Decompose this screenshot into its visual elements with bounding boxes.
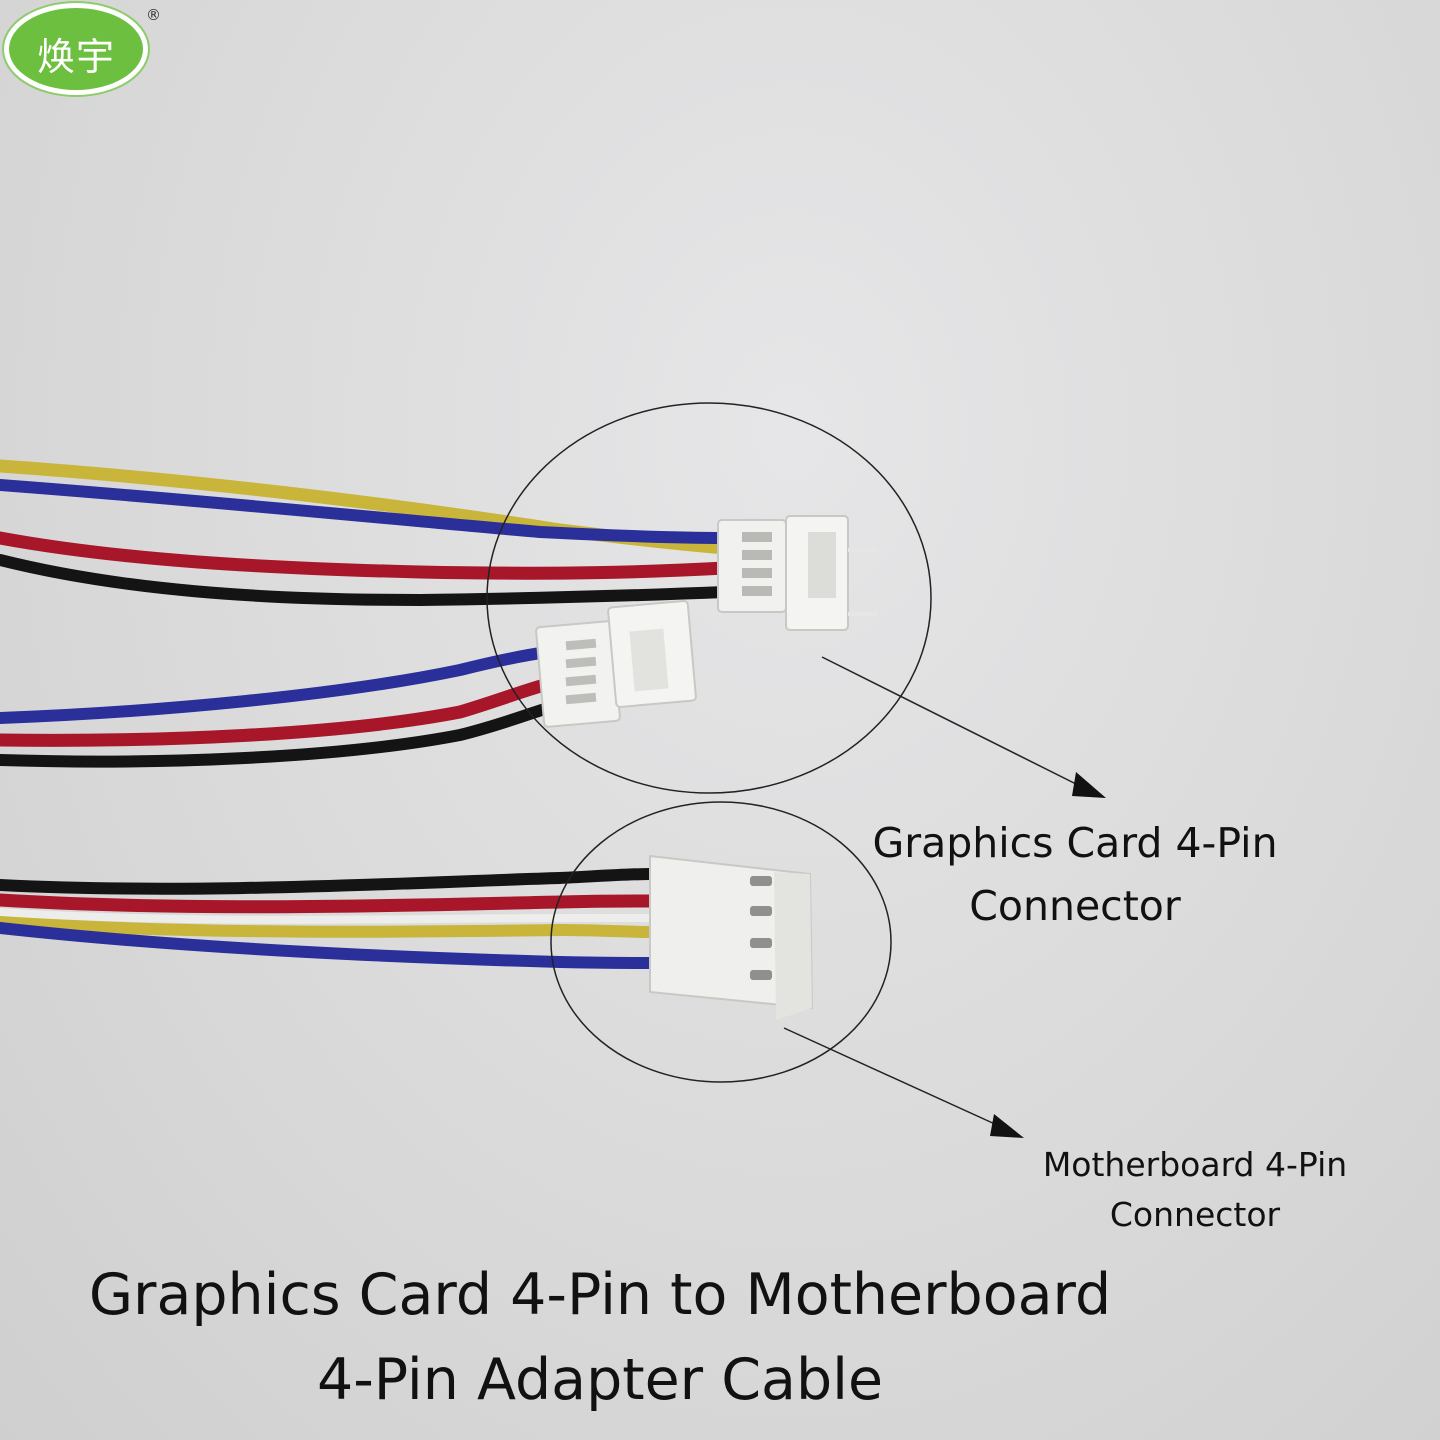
upper-wire-bundle bbox=[0, 459, 732, 607]
gpu-connector-highlight-circle bbox=[486, 402, 932, 794]
logo-text: 焕宇 bbox=[36, 35, 115, 79]
blue-wire-3 bbox=[0, 922, 656, 969]
black-wire bbox=[0, 554, 731, 607]
gpu-connector-arrow-line bbox=[821, 656, 1089, 791]
registered-mark: ® bbox=[146, 6, 161, 24]
caption-line1: Graphics Card 4-Pin to Motherboard bbox=[88, 1262, 1112, 1328]
red-wire bbox=[0, 531, 732, 580]
yellow-wire-3 bbox=[0, 916, 656, 938]
motherboard-connector-arrow-line bbox=[783, 1027, 1009, 1131]
gpu-connector-arrowhead bbox=[1072, 772, 1106, 798]
logo-ellipse-inner bbox=[9, 8, 143, 90]
small-connector-wires bbox=[0, 646, 555, 768]
brand-logo: 焕宇 bbox=[3, 2, 149, 96]
blue-wire-2 bbox=[0, 646, 554, 724]
caption-line2: 4-Pin Adapter Cable bbox=[316, 1347, 884, 1413]
motherboard-connector-label: Motherboard 4-Pin Connector bbox=[1010, 1140, 1380, 1240]
white-wire-3 bbox=[0, 908, 654, 924]
gpu-connector-small bbox=[535, 600, 697, 728]
motherboard-connector-label-line1: Motherboard 4-Pin bbox=[1042, 1145, 1348, 1184]
motherboard-connector-arrowhead bbox=[990, 1114, 1024, 1138]
gpu-connector-label-line2: Connector bbox=[969, 882, 1181, 930]
gpu-connector-label-line1: Graphics Card 4-Pin bbox=[872, 819, 1278, 867]
blue-wire bbox=[0, 479, 731, 544]
gpu-connector-housing bbox=[717, 515, 878, 631]
black-wire-2 bbox=[0, 702, 554, 768]
gpu-connector-label: Graphics Card 4-Pin Connector bbox=[840, 812, 1310, 938]
red-wire-2 bbox=[0, 677, 555, 747]
motherboard-connector-label-line2: Connector bbox=[1109, 1195, 1281, 1234]
motherboard-connector-housing bbox=[649, 854, 814, 1020]
red-wire-3 bbox=[0, 893, 657, 914]
lower-wire-bundle bbox=[0, 868, 657, 969]
motherboard-connector-highlight-circle bbox=[550, 801, 892, 1083]
black-wire-3 bbox=[0, 868, 656, 895]
